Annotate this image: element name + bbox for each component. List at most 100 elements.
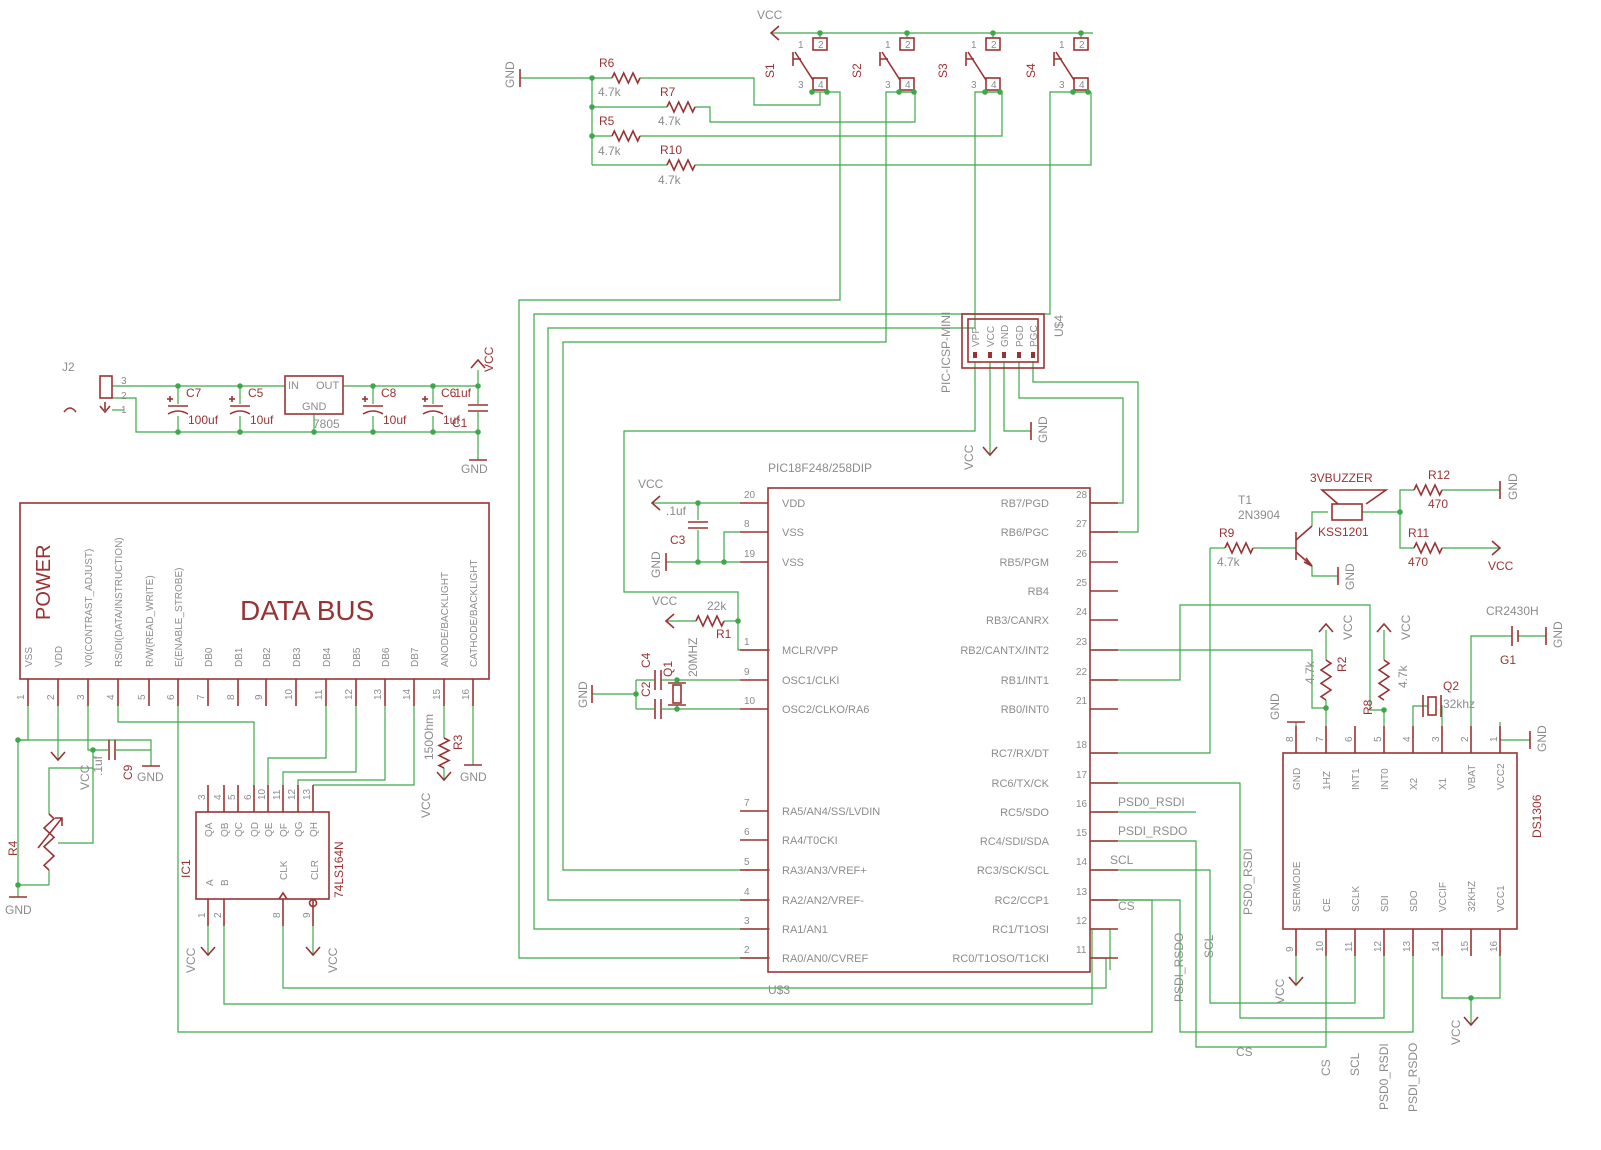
- mcu-pin-num: 2: [744, 945, 750, 956]
- junction: [674, 677, 680, 683]
- j2-pin-3: 3: [121, 376, 127, 387]
- j2-plug-symbol: [63, 407, 77, 413]
- cap-value: 100uf: [188, 413, 219, 427]
- switch-pin: 1: [971, 40, 977, 51]
- mcu-pin-label: RC7/RX/DT: [991, 748, 1049, 760]
- sr-input-pin: 8: [272, 912, 283, 918]
- mcu-name: U$3: [768, 983, 790, 997]
- mcu-pin-num: 23: [1076, 637, 1088, 648]
- junction: [674, 706, 680, 712]
- r12-name: R12: [1428, 468, 1450, 482]
- cap-name: C8: [381, 386, 397, 400]
- q1-name: Q1: [661, 661, 675, 677]
- wire: [117, 706, 255, 785]
- switch-pin-box: [899, 37, 915, 51]
- wire: [223, 926, 1111, 1005]
- mcu-pin-label: RC5/SDO: [1000, 807, 1049, 819]
- wire: [1311, 511, 1328, 526]
- mcu-part: PIC18F248/258DIP: [768, 461, 872, 475]
- junction: [589, 75, 595, 81]
- switch-pin: 2: [991, 40, 997, 51]
- t1-value: 2N3904: [1238, 508, 1280, 522]
- vcc-label: VCC: [652, 594, 678, 608]
- r11-name: R11: [1408, 526, 1429, 540]
- ic1-part: 74LS164N: [332, 841, 346, 898]
- t1-name: T1: [1238, 493, 1252, 507]
- lcd-pin-num: 9: [254, 694, 265, 700]
- switch-pin: 4: [818, 80, 824, 91]
- cap-name: C6: [441, 386, 457, 400]
- wire: [1399, 512, 1414, 549]
- mcu-pin-label: RA0/AN0/CVREF: [782, 953, 868, 965]
- psdi-rsdo-label: PSDI_RSDO: [1406, 1043, 1420, 1112]
- r4-name: R4: [6, 840, 20, 856]
- q2-value: 32khz: [1443, 697, 1475, 711]
- mcu-pin-label: RA1/AN1: [782, 924, 828, 936]
- mcu-pin-num: 18: [1076, 740, 1088, 751]
- vcc-label: VCC: [184, 947, 198, 973]
- mcu-pin-label: RB7/PGD: [1001, 498, 1049, 510]
- lcd-pin-label: VSS: [24, 647, 35, 667]
- mcu-pin-label: RC6/TX/CK: [992, 778, 1050, 790]
- junction: [695, 500, 701, 506]
- sr-input: CLR: [310, 860, 321, 880]
- rtc-pin-num: 12: [1373, 940, 1384, 952]
- gnd-label: GND: [1343, 563, 1357, 590]
- rtc-pin-num: 2: [1460, 736, 1471, 742]
- rtc-pin-num: 14: [1431, 940, 1442, 952]
- sr-output-label: QB: [220, 822, 231, 837]
- cs-label: CS: [1118, 899, 1135, 913]
- switch-pin-box: [985, 77, 1001, 91]
- vcc-arrow: [982, 446, 998, 457]
- mcu-pin-label: RC1/T1OSI: [992, 924, 1049, 936]
- wire: [518, 91, 841, 959]
- wire: [87, 706, 108, 751]
- sr-output-pin: 12: [287, 788, 298, 800]
- icsp-pin-pad: [1017, 352, 1021, 358]
- lcd-power-title: POWER: [33, 544, 55, 620]
- mcu-pin-num: 16: [1076, 799, 1088, 810]
- rtc-pin-label: VBAT: [1467, 765, 1478, 790]
- wire: [1092, 548, 1211, 754]
- switch-pin-box: [812, 77, 828, 91]
- junction: [1468, 995, 1474, 1001]
- cap-name: C7: [186, 386, 202, 400]
- wire: [1092, 782, 1385, 1019]
- ic1-name: IC1: [179, 859, 193, 878]
- c1-value: .1uf: [451, 386, 472, 400]
- cs-label: CS: [1236, 1045, 1253, 1059]
- rtc-pin-label: GND: [1292, 768, 1303, 790]
- q1-value: 20MHZ: [686, 638, 700, 677]
- resistor-symbol: [666, 100, 696, 114]
- wire: [1362, 489, 1414, 513]
- sr-output-pin: 4: [213, 794, 224, 800]
- vcc-label: VCC: [1488, 559, 1514, 573]
- sr-input-pin: 2: [213, 912, 224, 918]
- mcu-body: [767, 487, 1091, 973]
- mcu-pin-num: 6: [744, 827, 750, 838]
- wire: [17, 706, 29, 885]
- junction: [90, 747, 96, 753]
- stroke: [1295, 525, 1313, 541]
- icsp-pin: VCC: [986, 326, 997, 347]
- switch-pin: 4: [1079, 80, 1085, 91]
- sr-input: B: [220, 879, 231, 886]
- sr-output-pin: 5: [227, 794, 238, 800]
- junction: [990, 30, 996, 36]
- wire: [695, 92, 1092, 166]
- lcd-pin-label: CATHODE/BACKLIGHT: [469, 559, 480, 667]
- c3-name: C3: [670, 533, 686, 547]
- r8-symbol: [1377, 659, 1391, 701]
- buzzer-value: KSS1201: [1318, 525, 1369, 539]
- rtc-pin-label: SCLK: [1351, 886, 1362, 912]
- resistor-symbol: [611, 71, 641, 85]
- r3-name: R3: [451, 734, 465, 750]
- r4-pot: [42, 813, 56, 871]
- mcu-pin-label: VSS: [782, 527, 804, 539]
- rtc-pin-label: VCCIF: [1438, 882, 1449, 912]
- vcc-label: VCC: [78, 764, 92, 790]
- switch-label: S1: [763, 63, 777, 78]
- wire: [562, 91, 915, 871]
- r1-value: 22k: [707, 599, 727, 613]
- mcu-pin-label: RA2/AN2/VREF-: [782, 895, 864, 907]
